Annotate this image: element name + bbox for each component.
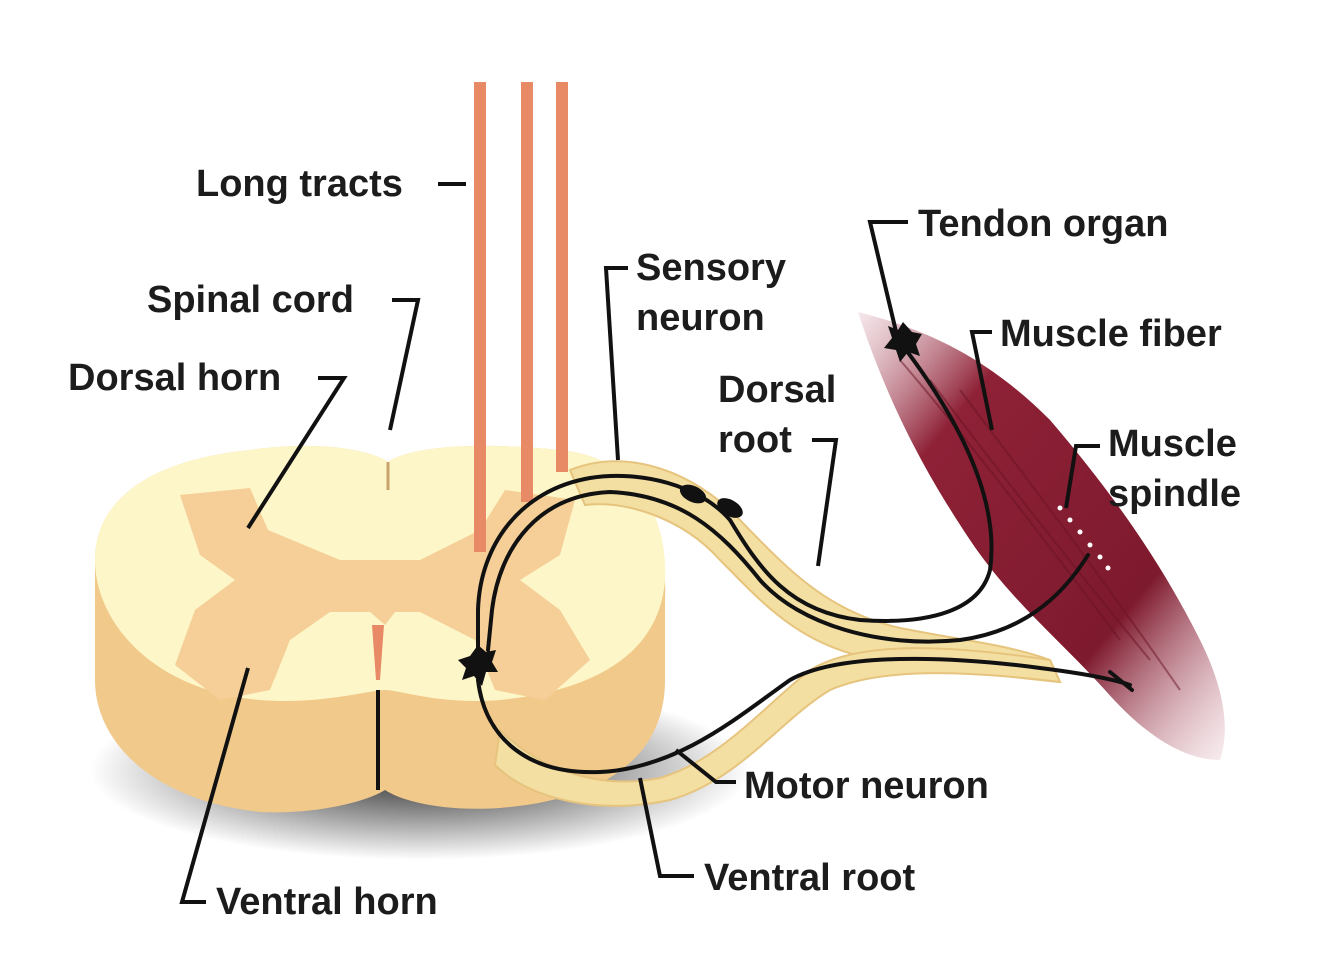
leader-ventral-horn (179, 667, 250, 904)
muscle-spindle (1057, 505, 1111, 571)
sensory-neuron-fiber (476, 340, 994, 652)
long-tract-3 (556, 82, 568, 472)
label-ventral-root: Ventral root (704, 857, 915, 899)
label-dorsal-root-line2: root (718, 419, 792, 461)
label-dorsal-root-line1: Dorsal (718, 369, 836, 411)
ventral-root (493, 647, 1062, 807)
label-motor-neuron: Motor neuron (744, 765, 989, 807)
dorsal-root-ganglion-1 (679, 484, 707, 504)
label-muscle-spindle-line1: Muscle (1108, 423, 1237, 465)
tendon-organ-receptor (884, 322, 922, 362)
label-long-tracts: Long tracts (196, 163, 403, 205)
leader-tendon-organ (867, 220, 908, 341)
leader-dorsal-root (812, 438, 839, 567)
motor-neuron-axon (476, 656, 1132, 775)
leader-motor-neuron (674, 748, 736, 784)
dorsal-root-ganglion-2 (717, 498, 743, 518)
gray-matter (175, 488, 590, 700)
motor-neuron-cell-body (458, 645, 498, 686)
label-dorsal-horn: Dorsal horn (68, 357, 281, 399)
leader-muscle-fiber (969, 330, 994, 431)
label-ventral-horn: Ventral horn (216, 881, 438, 923)
label-muscle-fiber: Muscle fiber (1000, 313, 1222, 355)
leader-spinal-cord (388, 298, 421, 431)
label-sensory-neuron-line2: neuron (636, 297, 765, 339)
label-tendon-organ: Tendon organ (918, 203, 1169, 245)
label-spinal-cord: Spinal cord (147, 279, 354, 321)
leader-muscle-spindle (1064, 444, 1100, 509)
leader-sensory-neuron (603, 266, 628, 461)
leader-ventral-root (638, 777, 694, 878)
leader-dorsal-horn (246, 376, 348, 530)
muscle-striations (899, 359, 1181, 691)
motor-endplate (1108, 670, 1134, 692)
central-canal (372, 625, 384, 680)
long-tract-1 (474, 82, 486, 552)
spindle-afferent-fiber (486, 489, 1090, 652)
label-sensory-neuron-line1: Sensory (636, 247, 786, 289)
label-muscle-spindle-line2: spindle (1108, 473, 1241, 515)
long-tract-2 (521, 82, 533, 502)
